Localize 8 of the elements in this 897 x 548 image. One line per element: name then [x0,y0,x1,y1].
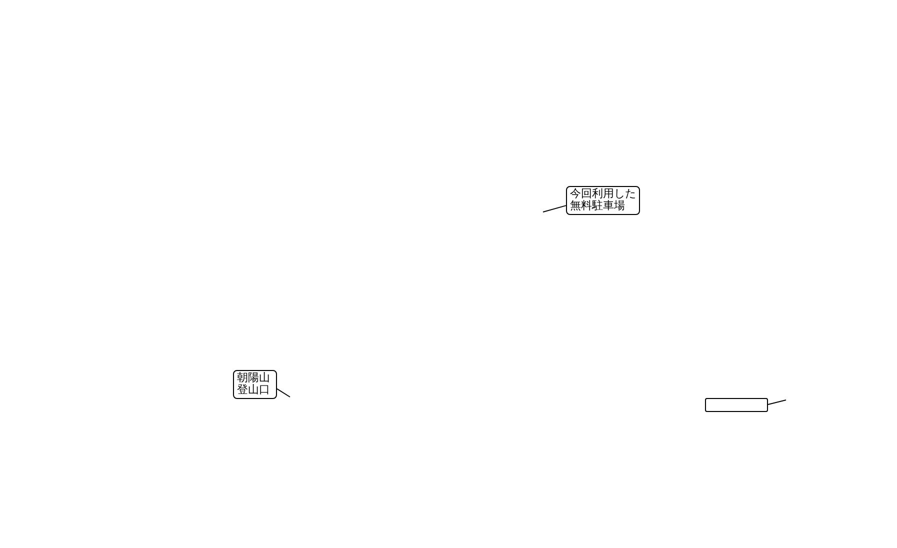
leader-line [768,400,786,405]
callout-text: 今回利用した無料駐車場 [570,187,636,212]
leader-line [542,205,566,212]
callout-text: 朝陽山登山口 [237,371,270,396]
callout-box [705,398,768,412]
leader-line [276,388,290,398]
callout-box [233,370,277,399]
callout-box [566,186,640,215]
